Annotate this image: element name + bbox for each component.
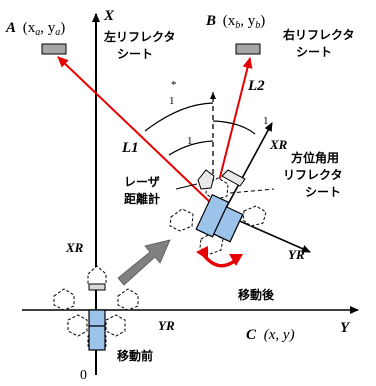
reflector-a-coordinates: A (xa, ya) <box>5 20 65 38</box>
right-reflector-caption-line2: シート <box>296 45 332 59</box>
robot-after-outline-left <box>169 208 194 232</box>
rotation-arrow-head-left <box>196 246 208 260</box>
x-axis-label: X <box>103 8 115 24</box>
reflector-b-coordinates: B (xb, yb) <box>205 13 265 31</box>
right-reflector-sheet <box>235 43 261 55</box>
azimuth-reflector-leader <box>229 188 275 194</box>
robot-before-yr-label: YR <box>158 318 175 333</box>
laser-beam-l1 <box>57 56 214 206</box>
angle-xr-symbol: 1 <box>263 115 269 127</box>
origin-label: 0 <box>80 368 87 383</box>
laser-rangefinder-leader <box>175 183 198 190</box>
before-move-label: 移動前 <box>117 348 153 363</box>
robot-before-outline-bottom-left <box>67 314 88 337</box>
move-direction-arrow <box>117 239 171 286</box>
laser-rangefinder <box>197 169 215 190</box>
left-reflector-sheet <box>41 43 67 55</box>
azimuth-reflector-sheet <box>221 169 246 187</box>
robot-before-head <box>88 283 106 291</box>
angle-inner-symbol: 1 <box>187 135 193 147</box>
y-axis-label: Y <box>340 320 351 336</box>
angle-star: * <box>171 79 177 91</box>
l2-label: L2 <box>247 78 265 94</box>
robot-xr-axis <box>225 122 273 209</box>
laser-rangefinder-label-line1: レーザ <box>124 175 160 189</box>
robot-before-outline-left <box>53 288 75 311</box>
laser-rangefinder-label-line2: 距離計 <box>124 191 160 206</box>
robot-body-after <box>195 193 244 243</box>
azimuth-reflector-label-line2: リフレクタ <box>283 168 343 182</box>
azimuth-reflector-label-line1: 方位角用 <box>291 150 339 165</box>
l1-label: L1 <box>121 140 139 156</box>
point-c-coordinates: C (x, y) <box>246 327 295 343</box>
robot-before-outline-right <box>117 288 139 311</box>
robot-xr-label: XR <box>269 137 288 152</box>
azimuth-reflector-label-line3: シート <box>305 185 341 199</box>
after-move-label: 移動後 <box>238 287 275 302</box>
robot-yr-label: YR <box>288 247 305 262</box>
angle-arc-xr <box>212 120 256 135</box>
left-reflector-caption-line2: シート <box>117 47 153 61</box>
robot-before-xr-label: XR <box>65 240 84 255</box>
robot-before-outline-top <box>87 265 107 290</box>
robot-after-outline-right <box>242 205 267 227</box>
robot-before-body-top <box>88 309 106 327</box>
right-reflector-caption-line1: 右リフレクタ <box>282 27 355 42</box>
angle-arc-outer <box>144 102 214 132</box>
angle-outer-symbol: 1 <box>169 95 175 107</box>
robot-before-outline-bottom-right <box>105 314 126 337</box>
angle-arc-inner <box>168 140 214 156</box>
left-reflector-caption-line1: 左リフレクタ <box>103 29 176 44</box>
rotation-arrow-head-right <box>229 254 243 266</box>
robot-before-body-bottom <box>88 325 106 351</box>
robot-after-right-block <box>212 206 244 243</box>
